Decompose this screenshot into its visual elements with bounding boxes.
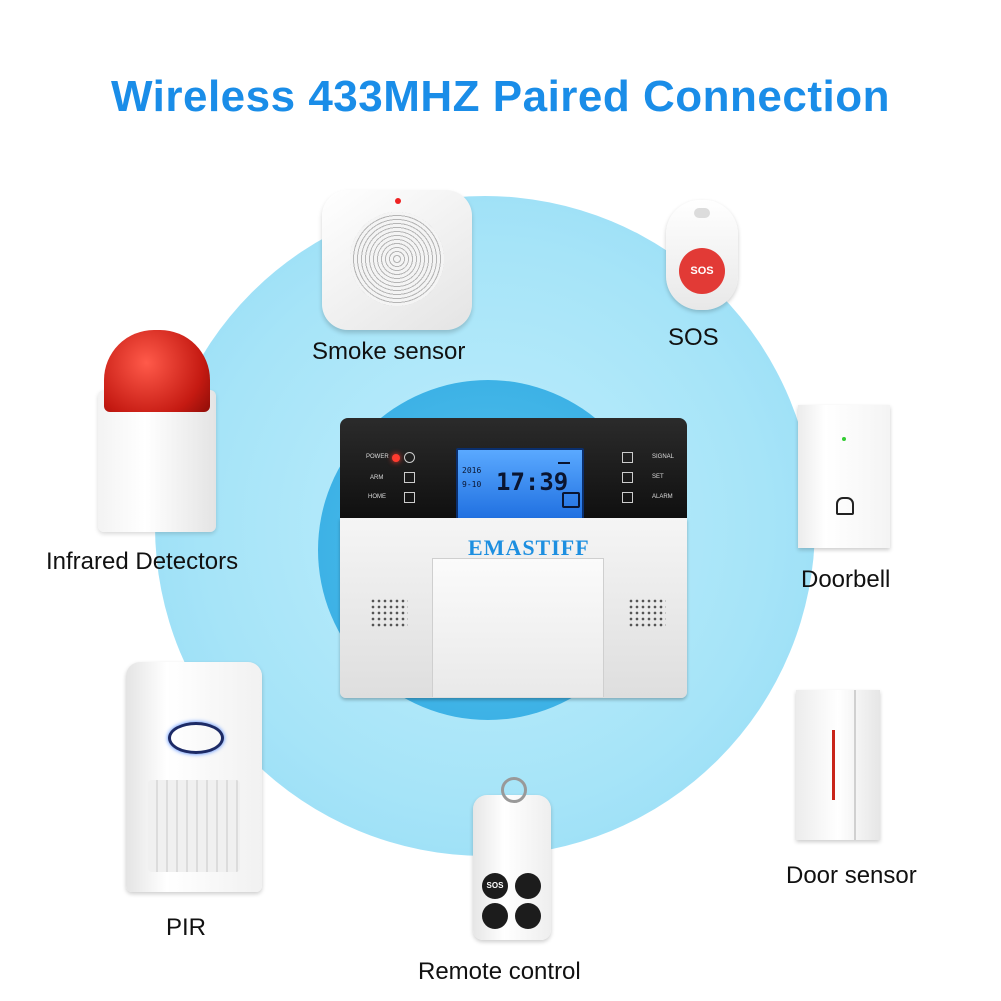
pir-sensor-device <box>126 662 262 892</box>
sos-pendant-device: SOS <box>666 200 738 310</box>
panel-alarm-label: ALARM <box>652 494 673 500</box>
panel-home-label: HOME <box>368 494 386 500</box>
remote-arm-key-icon <box>515 903 541 929</box>
alarm-control-panel: POWER ARM HOME 2016 9-10 17:39 SIGNAL SE… <box>340 418 687 698</box>
panel-flap <box>432 558 604 697</box>
signal-button-icon <box>622 452 633 463</box>
lock-icon <box>562 492 580 508</box>
panel-signal-label: SIGNAL <box>652 454 675 460</box>
lcd-time: 17:39 <box>496 468 569 496</box>
lcd-date: 2016 <box>462 466 482 475</box>
arm-button-icon <box>404 472 415 483</box>
lcd-date-secondary: 9-10 <box>462 480 482 489</box>
siren-body <box>98 390 216 532</box>
panel-arm-label: ARM <box>370 475 384 481</box>
door-sensor-label: Door sensor <box>786 862 917 889</box>
keyring-icon <box>501 777 527 803</box>
lcd-screen: 2016 9-10 17:39 <box>456 448 584 522</box>
smoke-led-icon <box>395 198 401 204</box>
doorbell-label: Doorbell <box>801 566 891 593</box>
smoke-sensor-device <box>322 190 472 330</box>
siren-red-dome-icon <box>104 330 210 412</box>
pir-lens <box>148 780 240 872</box>
pendant-loop-icon <box>694 208 710 218</box>
home-button-icon <box>404 492 415 503</box>
smoke-sensor-vent <box>350 212 444 306</box>
pir-label: PIR <box>166 914 207 941</box>
remote-home-key-icon <box>482 903 508 929</box>
smoke-sensor-label: Smoke sensor <box>312 338 466 365</box>
door-sensor-gap <box>854 690 856 840</box>
alarm-button-icon <box>622 492 633 503</box>
panel-set-label: SET <box>652 474 664 480</box>
bell-icon <box>836 497 854 515</box>
door-sensor-device <box>796 690 880 840</box>
pir-led-ring-icon <box>168 722 224 754</box>
panel-top: POWER ARM HOME 2016 9-10 17:39 SIGNAL SE… <box>340 418 687 528</box>
sos-button-icon: SOS <box>679 248 725 294</box>
doorbell-led-icon <box>842 437 846 441</box>
remote-control-label: Remote control <box>418 958 581 985</box>
sos-label: SOS <box>668 324 719 351</box>
door-sensor-indicator-icon <box>832 730 835 800</box>
brand-logo: EMASTIFF <box>468 535 590 560</box>
left-speaker-grill <box>370 598 408 628</box>
infrared-detectors-label: Infrared Detectors <box>46 548 239 575</box>
doorbell-device <box>798 405 890 548</box>
right-speaker-grill <box>628 598 666 628</box>
remote-disarm-key-icon <box>515 873 541 899</box>
remote-control-device: SOS <box>473 777 551 940</box>
page-title: Wireless 433MHZ Paired Connection <box>111 72 890 121</box>
remote-sos-key: SOS <box>482 873 508 899</box>
power-button-icon <box>404 452 415 463</box>
signal-icon <box>558 454 570 464</box>
panel-power-label: POWER <box>366 454 389 460</box>
power-led-icon <box>392 454 400 462</box>
set-button-icon <box>622 472 633 483</box>
